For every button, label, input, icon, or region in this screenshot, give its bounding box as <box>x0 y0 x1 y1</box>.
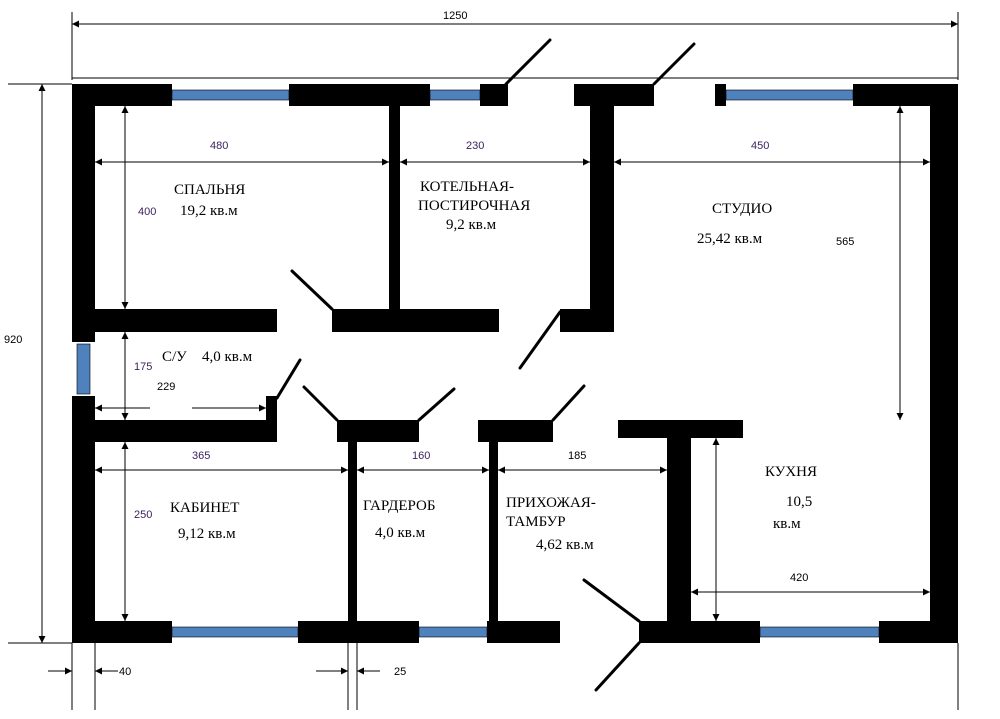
door-boiler-exterior <box>504 38 552 86</box>
window-office <box>171 621 299 643</box>
hall-name-line2: ТАМБУР <box>506 514 566 530</box>
studio-width-label: 450 <box>751 140 769 152</box>
boiler-area: 9,2 кв.м <box>446 217 497 233</box>
window-studio <box>725 84 854 106</box>
hall-area: 4,62 кв.м <box>536 537 594 553</box>
door-wardrobe <box>417 387 456 422</box>
wardrobe-width-label: 160 <box>412 450 430 462</box>
bedroom-area: 19,2 кв.м <box>180 203 238 219</box>
overall-dimensions: 1250 920 40 25 <box>4 10 959 710</box>
windows <box>72 84 880 643</box>
door-entry-leaf-2 <box>594 641 641 692</box>
bathroom-name: С/У <box>162 349 187 365</box>
partition-thickness-label: 25 <box>394 666 406 678</box>
window-bathroom <box>72 342 95 396</box>
bath-depth-label: 175 <box>134 361 152 373</box>
boiler-width-label: 230 <box>466 140 484 152</box>
room-labels: СПАЛЬНЯ 19,2 кв.м КОТЕЛЬНАЯ- ПОСТИРОЧНАЯ… <box>162 179 817 553</box>
window-kitchen <box>759 621 880 643</box>
studio-area: 25,42 кв.м <box>697 231 763 247</box>
total-width-label: 1250 <box>443 10 467 22</box>
studio-depth-label: 565 <box>836 236 854 248</box>
door-bathroom <box>275 358 302 400</box>
boiler-name-line1: КОТЕЛЬНАЯ- <box>420 179 514 195</box>
office-depth-label: 250 <box>134 509 152 521</box>
office-width-label: 365 <box>192 450 210 462</box>
door-office <box>302 385 339 422</box>
boiler-name-line2: ПОСТИРОЧНАЯ <box>418 198 530 214</box>
hall-name-line1: ПРИХОЖАЯ- <box>506 495 596 511</box>
kitchen-width-label: 420 <box>790 572 808 584</box>
window-wardrobe <box>418 621 488 643</box>
kitchen-area-unit: кв.м <box>773 516 801 532</box>
door-hall <box>551 384 586 422</box>
interior-dimensions: 480 230 450 400 565 175 229 365 160 185 … <box>95 106 930 621</box>
door-entry-leaf-1 <box>582 578 641 623</box>
bathroom-area: 4,0 кв.м <box>202 349 253 365</box>
office-name: КАБИНЕТ <box>170 500 239 516</box>
kitchen-name: КУХНЯ <box>765 464 817 480</box>
office-area: 9,12 кв.м <box>178 526 236 542</box>
door-studio-exterior <box>652 42 696 86</box>
hall-width-label: 185 <box>568 450 586 462</box>
bedroom-width-label: 480 <box>210 140 228 152</box>
doors <box>275 38 696 692</box>
bedroom-depth-label: 400 <box>138 206 156 218</box>
door-bedroom <box>290 269 334 311</box>
bedroom-name: СПАЛЬНЯ <box>174 182 245 198</box>
total-height-label: 920 <box>4 334 22 346</box>
studio-name: СТУДИО <box>712 201 772 217</box>
kitchen-area-number: 10,5 <box>786 494 812 510</box>
wardrobe-name: ГАРДЕРОБ <box>363 498 435 514</box>
door-boiler <box>518 310 562 370</box>
window-bedroom <box>171 84 290 106</box>
bath-width-label: 229 <box>157 381 175 393</box>
wardrobe-area: 4,0 кв.м <box>375 525 426 541</box>
wall-thickness-label: 40 <box>119 666 131 678</box>
window-boiler <box>429 84 481 106</box>
